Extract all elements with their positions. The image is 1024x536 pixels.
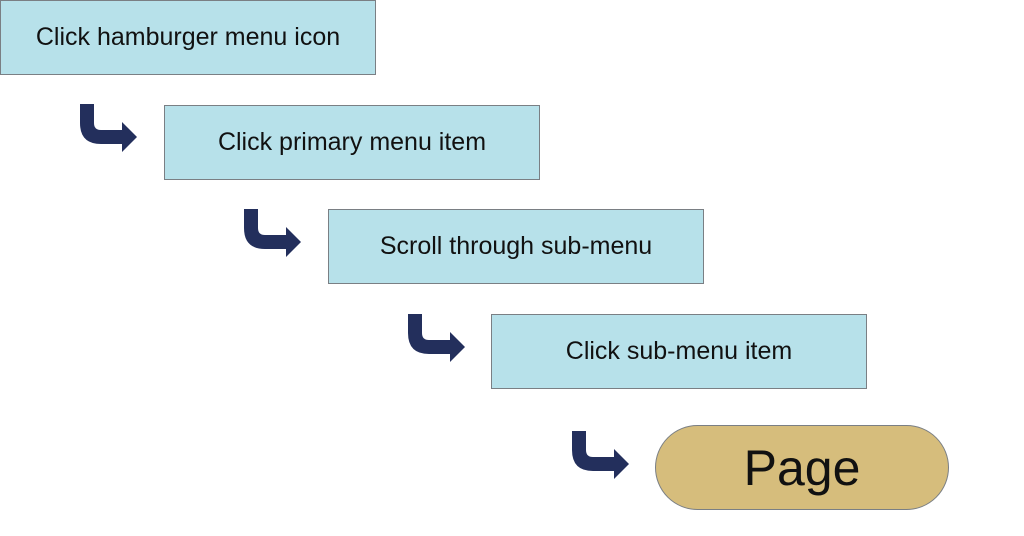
step-label: Click hamburger menu icon [35,23,341,51]
destination-label: Page [743,439,861,496]
curved-arrow-icon [572,431,629,479]
curved-arrow-icon [80,104,137,152]
step-box-1: Click hamburger menu icon [0,0,376,75]
curved-arrow-icon [244,209,301,257]
step-label: Scroll through sub-menu [379,232,653,260]
curved-arrow-icon [408,314,465,362]
step-box-4: Click sub-menu item [491,314,867,389]
step-box-3: Scroll through sub-menu [328,209,704,284]
destination-page-pill: Page [655,425,949,510]
step-box-2: Click primary menu item [164,105,540,180]
step-label: Click primary menu item [217,128,487,156]
step-label: Click sub-menu item [565,337,793,365]
